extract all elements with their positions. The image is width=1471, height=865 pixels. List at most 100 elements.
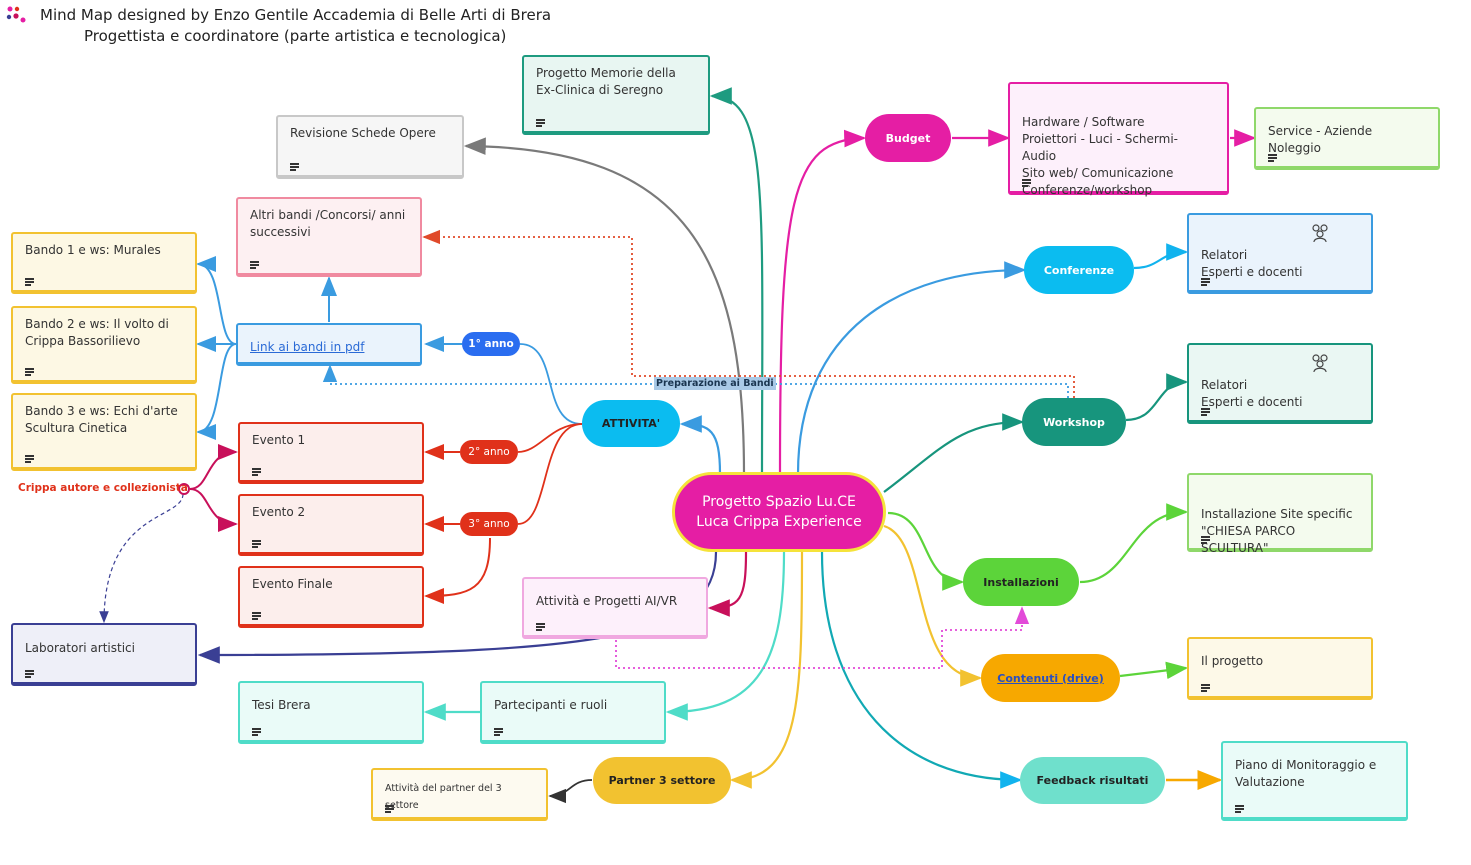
node-il-progetto[interactable]: Il progetto bbox=[1187, 637, 1373, 700]
note-icon[interactable] bbox=[25, 670, 34, 678]
node-service-label: Service - Aziende Noleggio bbox=[1268, 124, 1373, 155]
note-icon[interactable] bbox=[252, 728, 261, 736]
node-hardware-label: Hardware / Software Proiettori - Luci - … bbox=[1022, 115, 1178, 197]
node-altri-bandi-label: Altri bandi /Concorsi/ anni successivi bbox=[250, 208, 406, 239]
edge-center-aivr bbox=[707, 551, 748, 617]
node-revisione[interactable]: Revisione Schede Opere bbox=[276, 115, 464, 179]
center-node[interactable]: Progetto Spazio Lu.CE Luca Crippa Experi… bbox=[672, 472, 886, 552]
node-partecipanti-label: Partecipanti e ruoli bbox=[494, 698, 608, 712]
node-memorie[interactable]: Progetto Memorie della Ex-Clinica di Ser… bbox=[522, 55, 710, 135]
node-ai-vr[interactable]: Attività e Progetti AI/VR bbox=[522, 577, 708, 639]
pill-partner-label: Partner 3 settore bbox=[608, 774, 716, 787]
note-icon[interactable] bbox=[494, 728, 503, 736]
edge-link-bando3 bbox=[196, 343, 237, 440]
note-icon[interactable] bbox=[1022, 179, 1031, 187]
node-evento1[interactable]: Evento 1 bbox=[238, 422, 424, 484]
note-icon[interactable] bbox=[536, 623, 545, 631]
edge-center-workshop bbox=[883, 413, 1025, 493]
pill-contenuti[interactable]: Contenuti (drive) bbox=[981, 654, 1120, 702]
node-relatori2[interactable]: Relatori Esperti e docenti bbox=[1187, 343, 1373, 424]
edge-crippa-laboratori bbox=[99, 493, 184, 624]
note-icon[interactable] bbox=[1268, 154, 1277, 162]
map-subtitle: Progettista e coordinatore (parte artist… bbox=[84, 27, 507, 45]
note-icon[interactable] bbox=[1201, 278, 1210, 286]
node-il-progetto-label: Il progetto bbox=[1201, 654, 1264, 668]
note-icon[interactable] bbox=[536, 119, 545, 127]
note-icon[interactable] bbox=[1201, 684, 1210, 692]
node-bando3-label: Bando 3 e ws: Echi d'arte Scultura Cinet… bbox=[25, 404, 178, 435]
edge-conferenze-relatori bbox=[1133, 243, 1189, 270]
node-bando2-label: Bando 2 e ws: Il volto di Crippa Bassori… bbox=[25, 317, 169, 348]
pill-conferenze[interactable]: Conferenze bbox=[1024, 246, 1134, 294]
note-icon[interactable] bbox=[25, 278, 34, 286]
node-hardware[interactable]: Hardware / Software Proiettori - Luci - … bbox=[1008, 82, 1229, 197]
label-crippa: Crippa autore e collezionista bbox=[18, 482, 188, 494]
edge-center-feedback bbox=[820, 551, 1023, 789]
note-icon[interactable] bbox=[385, 805, 394, 813]
pill-partner[interactable]: Partner 3 settore bbox=[593, 757, 731, 804]
link-bandi-pdf[interactable]: Link ai bandi in pdf bbox=[250, 340, 365, 354]
pill-attivita[interactable]: ATTIVITA' bbox=[582, 400, 680, 447]
edge-workshop-altribandi bbox=[422, 229, 1075, 398]
edge-crippa-evento1 bbox=[189, 444, 238, 490]
node-installazione-site[interactable]: Installazione Site specific "CHIESA PARC… bbox=[1187, 473, 1373, 555]
node-evento1-label: Evento 1 bbox=[252, 433, 306, 447]
tag-anno2[interactable]: 2° anno bbox=[460, 440, 518, 464]
edge-center-attivita bbox=[679, 415, 722, 475]
node-evento-finale[interactable]: Evento Finale bbox=[238, 566, 424, 628]
people-icon bbox=[1312, 224, 1328, 243]
edge-link-bando1 bbox=[196, 256, 237, 345]
node-relatori1-label: Relatori Esperti e docenti bbox=[1201, 248, 1303, 279]
edge-center-partecipanti bbox=[665, 551, 786, 721]
pill-workshop-label: Workshop bbox=[1043, 415, 1105, 429]
node-monitoraggio[interactable]: Piano di Monitoraggio e Valutazione bbox=[1221, 741, 1408, 821]
note-icon[interactable] bbox=[25, 455, 34, 463]
node-partner-attivita[interactable]: Attività del partner del 3 settore bbox=[371, 768, 548, 821]
pill-workshop[interactable]: Workshop bbox=[1022, 398, 1126, 446]
tag-anno1[interactable]: 1° anno bbox=[462, 332, 520, 356]
node-laboratori[interactable]: Laboratori artistici bbox=[11, 623, 197, 686]
pill-feedback[interactable]: Feedback risultati bbox=[1020, 757, 1165, 804]
node-bando1[interactable]: Bando 1 e ws: Murales bbox=[11, 232, 197, 294]
node-tesi[interactable]: Tesi Brera bbox=[238, 681, 424, 744]
node-evento2-label: Evento 2 bbox=[252, 505, 306, 519]
node-evento-finale-label: Evento Finale bbox=[252, 577, 333, 591]
note-icon[interactable] bbox=[252, 540, 261, 548]
node-bando3[interactable]: Bando 3 e ws: Echi d'arte Scultura Cinet… bbox=[11, 393, 197, 471]
node-altri-bandi[interactable]: Altri bandi /Concorsi/ anni successivi bbox=[236, 197, 422, 277]
node-monitoraggio-label: Piano di Monitoraggio e Valutazione bbox=[1235, 758, 1377, 789]
edge-center-partner bbox=[729, 551, 804, 789]
link-contenuti-drive[interactable]: Contenuti (drive) bbox=[997, 671, 1104, 685]
label-preparazione: Preparazione ai Bandi bbox=[654, 377, 776, 390]
pill-budget-label: Budget bbox=[885, 131, 931, 145]
note-icon[interactable] bbox=[252, 468, 261, 476]
node-partecipanti[interactable]: Partecipanti e ruoli bbox=[480, 681, 666, 744]
pill-budget[interactable]: Budget bbox=[865, 114, 951, 162]
node-bando2[interactable]: Bando 2 e ws: Il volto di Crippa Bassori… bbox=[11, 306, 197, 384]
node-service[interactable]: Service - Aziende Noleggio bbox=[1254, 107, 1440, 170]
edge-installazioni-site bbox=[1079, 503, 1189, 584]
node-link-bandi[interactable]: Link ai bandi in pdf bbox=[236, 323, 422, 366]
note-icon[interactable] bbox=[1201, 536, 1210, 544]
note-icon[interactable] bbox=[290, 163, 299, 171]
note-icon[interactable] bbox=[250, 261, 259, 269]
crippa-connector-dot bbox=[178, 483, 190, 495]
pill-installazioni-label: Installazioni bbox=[983, 575, 1059, 589]
node-tesi-label: Tesi Brera bbox=[252, 698, 311, 712]
edge-workshop-relatori bbox=[1125, 373, 1189, 422]
node-evento2[interactable]: Evento 2 bbox=[238, 494, 424, 556]
pill-installazioni[interactable]: Installazioni bbox=[963, 558, 1079, 606]
node-bando1-label: Bando 1 e ws: Murales bbox=[25, 243, 161, 257]
node-partner-attivita-label: Attività del partner del 3 settore bbox=[385, 783, 502, 811]
note-icon[interactable] bbox=[1235, 805, 1244, 813]
tag-anno3[interactable]: 3° anno bbox=[460, 512, 518, 536]
note-icon[interactable] bbox=[1201, 408, 1210, 416]
edge-contenuti-progetto bbox=[1119, 661, 1189, 680]
center-line2: Luca Crippa Experience bbox=[696, 514, 862, 530]
node-relatori1[interactable]: Relatori Esperti e docenti bbox=[1187, 213, 1373, 294]
edge-aivr-installazioni bbox=[615, 606, 1030, 669]
note-icon[interactable] bbox=[252, 612, 261, 620]
node-revisione-label: Revisione Schede Opere bbox=[290, 126, 436, 140]
note-icon[interactable] bbox=[25, 368, 34, 376]
